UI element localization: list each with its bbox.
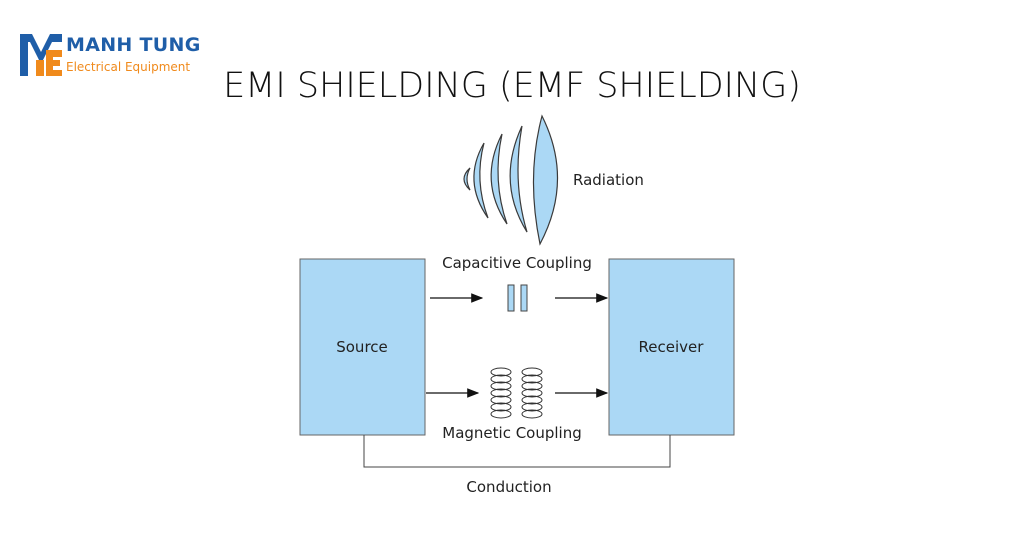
radiation-wave-4	[509, 125, 528, 233]
receiver-label: Receiver	[639, 338, 705, 356]
radiation-wave-5	[532, 114, 559, 246]
brand-name: MANH TUNG	[66, 34, 201, 56]
radiation-waves-icon	[463, 114, 559, 246]
brand-logo-mark	[20, 34, 62, 76]
radiation-label: Radiation	[573, 171, 644, 189]
capacitive-coupling-label: Capacitive Coupling	[442, 254, 592, 272]
conduction-label: Conduction	[466, 478, 551, 496]
radiation-wave-2	[473, 142, 489, 219]
coil-left	[490, 367, 512, 419]
conduction-path	[363, 435, 671, 468]
radiation-wave-1	[463, 167, 471, 191]
brand-logo: MANH TUNG Electrical Equipment	[18, 30, 208, 80]
source-box	[299, 258, 426, 436]
magnetic-coupling-label: Magnetic Coupling	[442, 424, 582, 442]
capacitor-icon	[507, 284, 528, 312]
radiation-wave-3	[490, 133, 508, 225]
receiver-box	[608, 258, 735, 436]
coil-right	[521, 367, 543, 419]
coil-icon	[490, 367, 543, 419]
page-title: EMI SHIELDING (EMF SHIELDING)	[223, 66, 801, 106]
brand-tagline: Electrical Equipment	[66, 60, 191, 74]
source-label: Source	[336, 338, 388, 356]
